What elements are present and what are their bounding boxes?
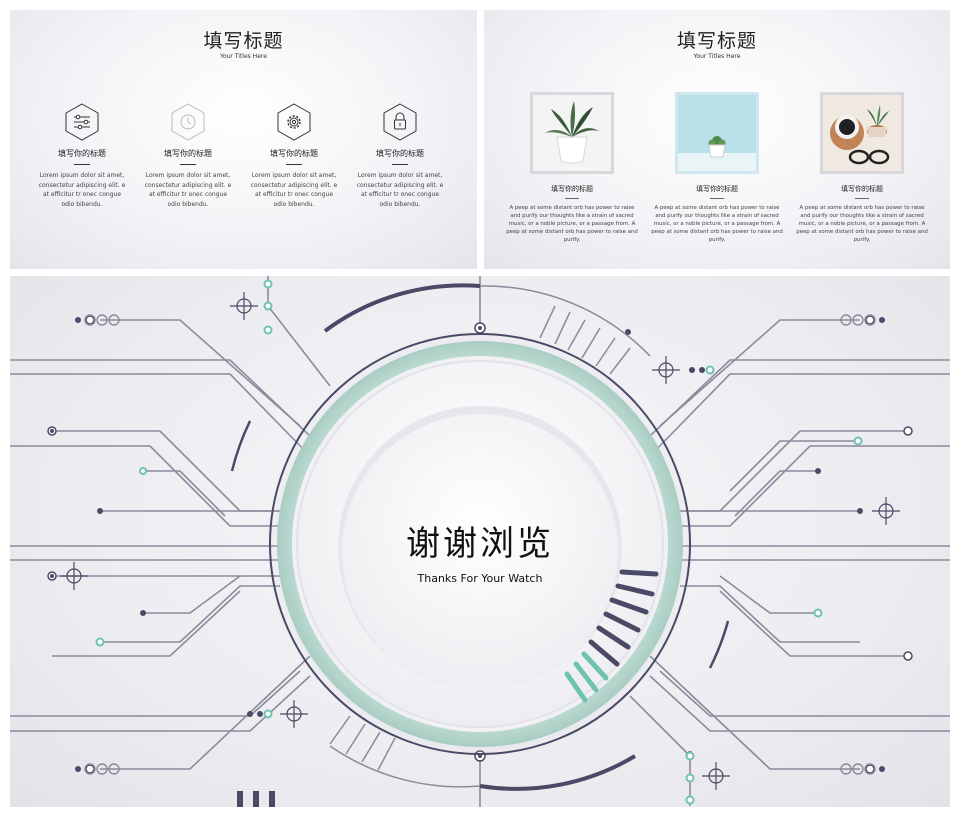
divider [855,198,869,199]
divider [710,198,724,199]
feature-item: 填写你的标题 Lorem ipsum dolor sit amet, conse… [244,102,344,209]
coffee-glasses-plant-photo [820,92,904,174]
feature-label: 填写你的标题 [270,149,318,158]
card-label: 填写你的标题 [551,185,593,193]
gallery-card: 填写你的标题 A peep at some distant orb has po… [651,92,783,244]
feature-label: 填写你的标题 [164,149,212,158]
feature-text: Lorem ipsum dolor sit amet, consectetur … [38,172,126,208]
feature-label: 填写你的标题 [376,149,424,158]
slide-thanks: 谢谢浏览 Thanks For Your Watch [10,276,950,807]
circuit-board-graphic [10,276,950,807]
card-label: 填写你的标题 [696,185,738,193]
divider [392,164,408,165]
feature-item: 填写你的标题 Lorem ipsum dolor sit amet, conse… [138,102,238,209]
feature-item: 填写你的标题 Lorem ipsum dolor sit amet, conse… [32,102,132,209]
feature-item: 填写你的标题 Lorem ipsum dolor sit amet, conse… [350,102,450,209]
clock-icon [170,102,206,142]
gear-icon [276,102,312,142]
feature-text: Lorem ipsum dolor sit amet, consectetur … [144,172,232,208]
feature-text: Lorem ipsum dolor sit amet, consectetur … [250,172,338,208]
feature-text: Lorem ipsum dolor sit amet, consectetur … [356,172,444,208]
thanks-subtitle: Thanks For Your Watch [417,572,543,585]
gallery-card: 填写你的标题 A peep at some distant orb has po… [796,92,928,244]
slide-subtitle: Your Titles Here [693,53,741,60]
slide-gallery: 填写标题 Your Titles Here 填写你的标题 A peep at s… [484,10,950,269]
thanks-title: 谢谢浏览 [406,524,554,564]
sliders-icon [64,102,100,142]
card-text: A peep at some distant orb has power to … [796,205,928,243]
slide-subtitle: Your Titles Here [220,53,267,60]
slide-title: 填写标题 [203,30,284,52]
divider [565,198,579,199]
card-text: A peep at some distant orb has power to … [506,205,638,243]
cactus-on-blue-photo [675,92,759,174]
card-text: A peep at some distant orb has power to … [651,205,783,243]
white-pot-succulent-photo [530,92,614,174]
slide-features: 填写标题 Your Titles Here 填写你的标题 Lorem ipsum… [10,10,477,269]
feature-label: 填写你的标题 [58,149,106,158]
gallery-card: 填写你的标题 A peep at some distant orb has po… [506,92,638,244]
lock-icon [382,102,418,142]
divider [180,164,196,165]
slide-title: 填写标题 [676,30,757,52]
divider [74,164,90,165]
card-label: 填写你的标题 [841,185,883,193]
divider [286,164,302,165]
